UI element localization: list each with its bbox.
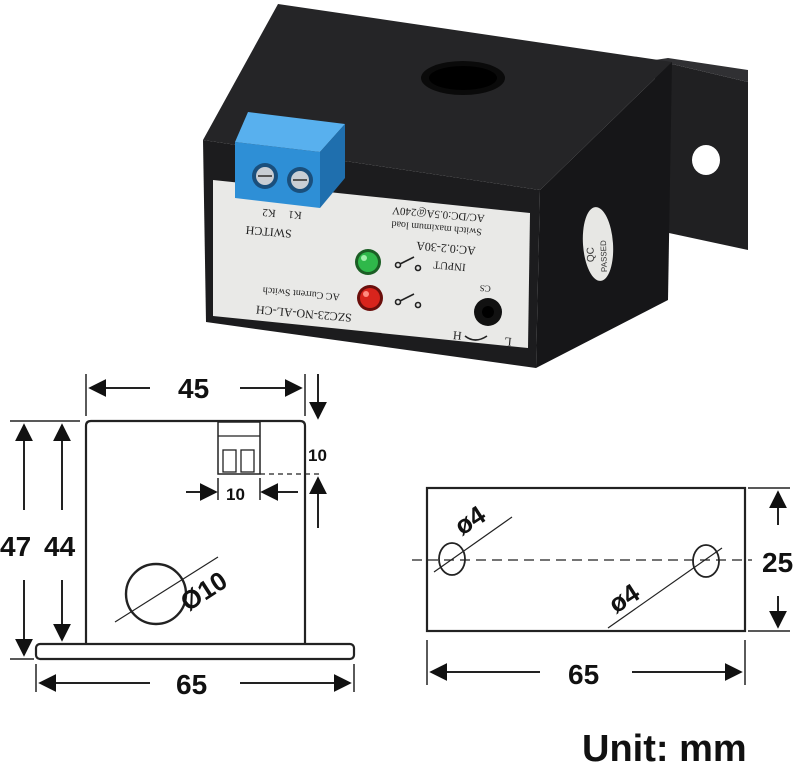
dim-top-65: 65 bbox=[568, 659, 599, 690]
terminal-block bbox=[235, 112, 345, 208]
input-range: AC:0.2-30A bbox=[415, 239, 476, 258]
h-text: H bbox=[452, 328, 462, 343]
l-text: L bbox=[504, 334, 513, 349]
dim-47: 47 bbox=[0, 531, 31, 562]
dim-terminal-height: 10 bbox=[308, 446, 327, 465]
hole-left bbox=[438, 542, 466, 576]
passed-text: PASSED bbox=[599, 240, 609, 272]
hole-circle bbox=[124, 562, 188, 626]
qc-text: QC bbox=[585, 247, 597, 262]
dim-hole-10: Ø10 bbox=[175, 565, 233, 617]
dim-44: 44 bbox=[44, 531, 76, 562]
dim-45: 45 bbox=[178, 373, 209, 404]
dim-terminal-width: 10 bbox=[226, 485, 245, 504]
switch-title: SWITCH bbox=[245, 223, 292, 241]
dim-base-65: 65 bbox=[176, 669, 207, 700]
product-photo: QC PASSED SWITCH K1 K2 AC/DC:0.5A@240V S… bbox=[203, 4, 748, 368]
mounting-flange bbox=[655, 58, 748, 250]
input-title: INPUT bbox=[433, 258, 467, 273]
top-view bbox=[412, 486, 790, 685]
k2-label: K2 bbox=[262, 206, 276, 219]
red-led bbox=[357, 285, 383, 311]
green-led bbox=[355, 249, 381, 275]
dim-hole-right: ø4 bbox=[603, 577, 645, 619]
k1-label: K1 bbox=[288, 208, 302, 221]
potentiometer bbox=[474, 298, 502, 326]
front-view bbox=[10, 374, 356, 692]
dim-hole-left: ø4 bbox=[449, 499, 491, 541]
unit-label: Unit: mm bbox=[582, 728, 747, 770]
cs-text: CS bbox=[479, 283, 491, 294]
label-text: SWITCH K1 K2 AC/DC:0.5A@240V Switch maxi… bbox=[245, 204, 512, 349]
qc-sticker: QC PASSED bbox=[582, 207, 614, 281]
dim-25: 25 bbox=[762, 547, 793, 578]
hole-right bbox=[692, 544, 720, 578]
switch-symbols bbox=[394, 256, 422, 309]
